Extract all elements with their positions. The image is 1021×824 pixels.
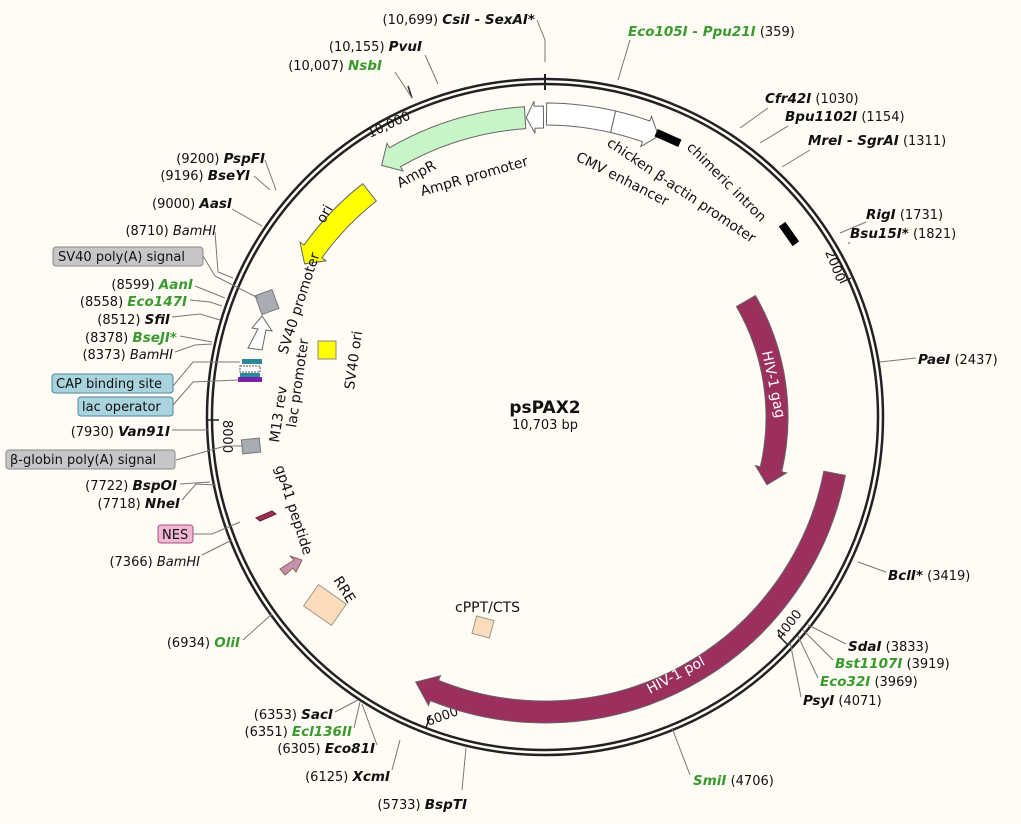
site-bst1107i[interactable]: Bst1107I (3919) xyxy=(835,656,950,672)
site-eco32i[interactable]: Eco32I (3969) xyxy=(820,674,918,690)
site-bspti[interactable]: (5733) BspTI xyxy=(377,797,467,813)
lac-operator-box[interactable] xyxy=(77,396,174,417)
m13-rev-feature[interactable] xyxy=(238,377,262,382)
sv40-promoter-feature[interactable] xyxy=(247,315,274,351)
site-aasi[interactable]: (9000) AasI xyxy=(152,196,232,212)
rre-feature[interactable] xyxy=(302,583,348,627)
leader-lines xyxy=(171,19,917,791)
cap-binding-site-box[interactable] xyxy=(51,373,174,394)
site-eco105i-ppu21i[interactable]: Eco105I - Ppu21I (359) xyxy=(628,24,795,40)
sv40-ori-label: SV40 ori xyxy=(342,330,366,391)
ampr-feature[interactable] xyxy=(380,106,527,172)
tick-mark xyxy=(425,715,431,729)
site-ecl136ii[interactable]: (6351) Ecl136II xyxy=(245,724,352,740)
tick-label-2000: 2000 xyxy=(821,248,847,284)
ampr-promoter-feature[interactable] xyxy=(525,100,545,134)
nes-feature[interactable] xyxy=(255,510,277,522)
plasmid-name: psPAX2 xyxy=(509,398,580,418)
cppt-cts-label: cPPT/CTS xyxy=(455,600,520,616)
sv40-polya-box-label: SV40 poly(A) signal xyxy=(58,250,185,265)
tick-label-10000: 10,000 xyxy=(365,109,413,142)
lac-promoter-feature[interactable] xyxy=(240,373,260,377)
site-olii[interactable]: (6934) OliI xyxy=(167,635,240,651)
site-bpu1102i[interactable]: Bpu1102I (1154) xyxy=(785,109,905,125)
tick-mark xyxy=(407,85,413,99)
site-labels: (10,699) CsiI - SexAI* (10,155) PvuI (10… xyxy=(71,12,998,813)
cap-binding-site-box-label: CAP binding site xyxy=(56,377,162,392)
site-van91i[interactable]: (7930) Van91I xyxy=(71,424,170,440)
site-nhei[interactable]: (7718) NheI xyxy=(98,496,180,512)
lac-operator-feature[interactable] xyxy=(239,365,261,373)
ampr-promoter-label: AmpR promoter xyxy=(419,154,531,200)
tick-label-8000: 8000 xyxy=(219,420,234,453)
m13-rev-label: M13 rev xyxy=(267,385,291,443)
cap-binding-site-feature[interactable] xyxy=(242,359,262,364)
lac-operator-box-label: lac operator xyxy=(82,400,161,415)
ori-feature[interactable] xyxy=(299,182,378,265)
site-rigi[interactable]: RigI (1731) xyxy=(866,207,943,223)
site-bsu15i[interactable]: Bsu15I* (1821) xyxy=(850,226,956,242)
site-bspoi[interactable]: (7722) BspOI xyxy=(85,478,177,494)
site-cfr42i[interactable]: Cfr42I (1030) xyxy=(765,91,859,107)
tick-mark xyxy=(839,277,852,284)
site-sfii[interactable]: (8512) SfiI xyxy=(97,312,170,328)
chimeric-intron-end-mark xyxy=(778,221,800,247)
cmv-enhancer-feature[interactable] xyxy=(545,102,617,134)
site-pvui[interactable]: (10,155) PvuI xyxy=(329,39,422,55)
site-bamhi-8710[interactable]: (8710) BamHI xyxy=(125,224,216,239)
site-pspfi[interactable]: (9200) PspFI xyxy=(176,151,265,167)
ori-label: ori xyxy=(314,202,337,226)
sv40-polya-feature[interactable] xyxy=(254,288,280,316)
site-csii-sexai[interactable]: (10,699) CsiI - SexAI* xyxy=(383,12,536,28)
hiv1-gag-feature[interactable] xyxy=(735,294,789,486)
site-bamhi-8373[interactable]: (8373) BamHI xyxy=(82,348,173,363)
site-xcmi[interactable]: (6125) XcmI xyxy=(305,769,390,785)
gp41-peptide-label: gp41 peptide xyxy=(271,463,315,557)
site-bamhi-7366[interactable]: (7366) BamHI xyxy=(109,555,200,570)
gp41-peptide-feature[interactable] xyxy=(279,555,303,576)
site-bseji[interactable]: (8378) BseJI* xyxy=(85,330,177,346)
chimeric-intron-start-mark xyxy=(654,129,682,147)
cppt-cts-feature[interactable] xyxy=(471,615,495,639)
sv40-ori-feature[interactable] xyxy=(317,340,337,360)
plasmid-length: 10,703 bp xyxy=(512,418,578,433)
site-srei-sgrai[interactable]: MreI - SgrAI (1311) xyxy=(808,133,946,149)
site-paei[interactable]: PaeI (2437) xyxy=(918,352,998,368)
chicken-actin-promoter-feature[interactable] xyxy=(610,110,660,148)
site-saci[interactable]: (6353) SacI xyxy=(254,707,333,723)
beta-globin-polya-box-label: β-globin poly(A) signal xyxy=(10,453,156,468)
site-aani[interactable]: (8599) AanI xyxy=(111,277,193,293)
beta-globin-polya-feature[interactable] xyxy=(240,437,262,455)
tick-mark xyxy=(777,634,788,645)
site-smii[interactable]: SmiI (4706) xyxy=(693,773,774,789)
site-bcli[interactable]: BclI* (3419) xyxy=(888,568,970,584)
site-eco147i[interactable]: (8558) Eco147I xyxy=(80,294,187,310)
site-nsbi[interactable]: (10,007) NsbI xyxy=(288,58,382,74)
site-sdai[interactable]: SdaI (3833) xyxy=(848,639,929,655)
site-psyi[interactable]: PsyI (4071) xyxy=(803,693,882,709)
site-bseyi[interactable]: (9196) BseYI xyxy=(160,168,250,184)
beta-globin-polya-box[interactable] xyxy=(5,449,176,470)
hiv1-pol-feature[interactable] xyxy=(414,470,846,724)
nes-box-label: NES xyxy=(162,528,188,543)
site-eco81i[interactable]: (6305) Eco81I xyxy=(277,741,375,757)
